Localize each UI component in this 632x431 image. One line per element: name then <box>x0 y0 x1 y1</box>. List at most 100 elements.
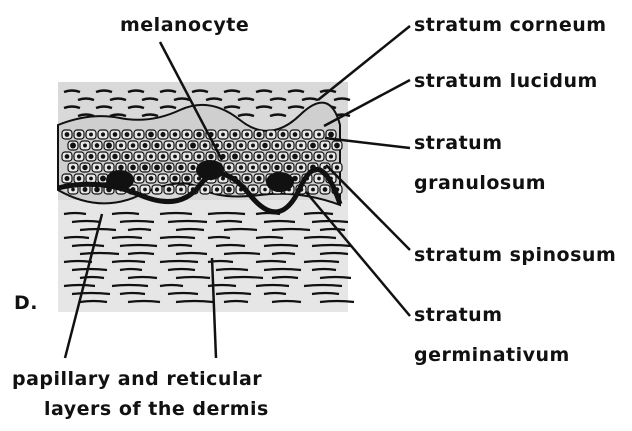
dermis-fiber <box>80 277 104 278</box>
cell-nucleus <box>323 187 328 192</box>
cell-nucleus <box>305 132 309 136</box>
cell-nucleus <box>317 177 321 181</box>
dermis-fiber <box>64 213 86 214</box>
dermis-fiber <box>304 213 333 214</box>
cell-nucleus <box>190 165 195 170</box>
cell-nucleus <box>329 154 333 158</box>
dermis-fiber <box>256 285 289 286</box>
cell-nucleus <box>173 155 177 159</box>
dermis-fiber <box>264 293 286 294</box>
cell-nucleus <box>245 132 249 136</box>
cell-nucleus <box>142 165 148 171</box>
dermis-fiber <box>312 245 351 246</box>
cell-nucleus <box>208 154 213 159</box>
dermis-fiber <box>160 285 183 286</box>
dermis-fiber <box>128 253 154 254</box>
dermis-fiber <box>64 285 95 286</box>
cell-nucleus <box>64 176 69 181</box>
dermis-fiber <box>160 213 192 214</box>
cell-nucleus <box>154 165 160 171</box>
cell-nucleus <box>71 165 75 169</box>
cell-nucleus <box>227 143 232 148</box>
dermis-fiber <box>160 261 198 262</box>
cell-nucleus <box>149 176 154 181</box>
label-stratum-corneum: stratum corneum <box>414 16 607 35</box>
cell-nucleus <box>83 144 87 148</box>
cell-nucleus <box>274 165 279 170</box>
cell-nucleus <box>77 154 81 158</box>
cell-nucleus <box>65 132 70 137</box>
cell-nucleus <box>215 187 219 191</box>
cell-nucleus <box>185 155 189 159</box>
dermis-fiber <box>304 237 336 238</box>
dermis-fiber <box>272 229 310 230</box>
cell-nucleus <box>77 176 82 181</box>
dermis-fiber <box>312 293 339 294</box>
cell-nucleus <box>262 143 267 148</box>
cell-nucleus <box>88 154 93 159</box>
dermis-fiber <box>64 261 92 262</box>
cell-nucleus <box>166 165 172 171</box>
dermis-fiber <box>224 229 257 230</box>
dermis-fiber <box>264 221 295 222</box>
cell-nucleus <box>286 165 291 170</box>
cell-nucleus <box>112 154 117 159</box>
cell-nucleus <box>71 188 75 192</box>
cell-nucleus <box>334 143 340 149</box>
dermis-fiber <box>112 285 148 286</box>
dermis-fiber <box>112 213 139 214</box>
dermis-fiber <box>168 269 195 270</box>
cell-nucleus <box>305 154 310 159</box>
cell-nucleus <box>203 187 207 191</box>
label-dermis-line1: papillary and reticular <box>12 370 262 389</box>
dermis-fiber <box>176 229 204 230</box>
dermis-fiber <box>208 213 245 214</box>
cell-nucleus <box>221 177 225 181</box>
dermis-fiber <box>168 221 207 222</box>
cell-nucleus <box>328 132 334 138</box>
cell-nucleus <box>257 154 262 159</box>
cell-nucleus <box>221 133 225 137</box>
cell-nucleus <box>317 154 322 159</box>
dermis-fiber <box>168 293 198 294</box>
cell-nucleus <box>179 188 183 192</box>
cell-nucleus <box>130 165 136 171</box>
melanocyte-cluster <box>266 172 294 192</box>
label-dermis-line2: layers of the dermis <box>44 400 269 419</box>
cell-nucleus <box>190 143 196 149</box>
dermis-fiber <box>312 269 336 270</box>
cell-nucleus <box>155 187 159 191</box>
dermis-fiber <box>264 269 301 270</box>
cell-nucleus <box>269 133 273 137</box>
label-melanocyte: melanocyte <box>120 16 249 35</box>
dermis-fiber <box>72 293 110 294</box>
cell-nucleus <box>100 176 106 182</box>
cell-nucleus <box>95 143 100 148</box>
panel-letter: D. <box>14 294 38 313</box>
cell-nucleus <box>106 143 112 149</box>
dermis-fiber <box>64 237 89 238</box>
cell-nucleus <box>101 132 105 136</box>
cell-nucleus <box>287 143 291 147</box>
dermis-fiber <box>72 245 104 246</box>
cell-nucleus <box>118 165 123 170</box>
cell-nucleus <box>227 165 231 169</box>
dermis-fiber <box>256 237 283 238</box>
cell-nucleus <box>154 143 159 148</box>
cell-nucleus <box>70 143 76 149</box>
cell-nucleus <box>167 143 171 147</box>
dermis-fiber <box>72 269 107 270</box>
dermis-fiber <box>216 245 245 246</box>
cell-nucleus <box>251 188 255 192</box>
dermis-fiber <box>320 229 345 230</box>
dermis-fiber <box>112 261 145 262</box>
cell-nucleus <box>310 143 316 149</box>
cell-nucleus <box>107 165 111 169</box>
dermis-fiber <box>304 261 339 262</box>
dermis-fiber <box>120 269 142 270</box>
cell-nucleus <box>89 133 93 137</box>
dermis-fiber <box>128 277 157 278</box>
dermis-fiber <box>264 245 298 246</box>
dermis-fiber <box>224 301 248 302</box>
